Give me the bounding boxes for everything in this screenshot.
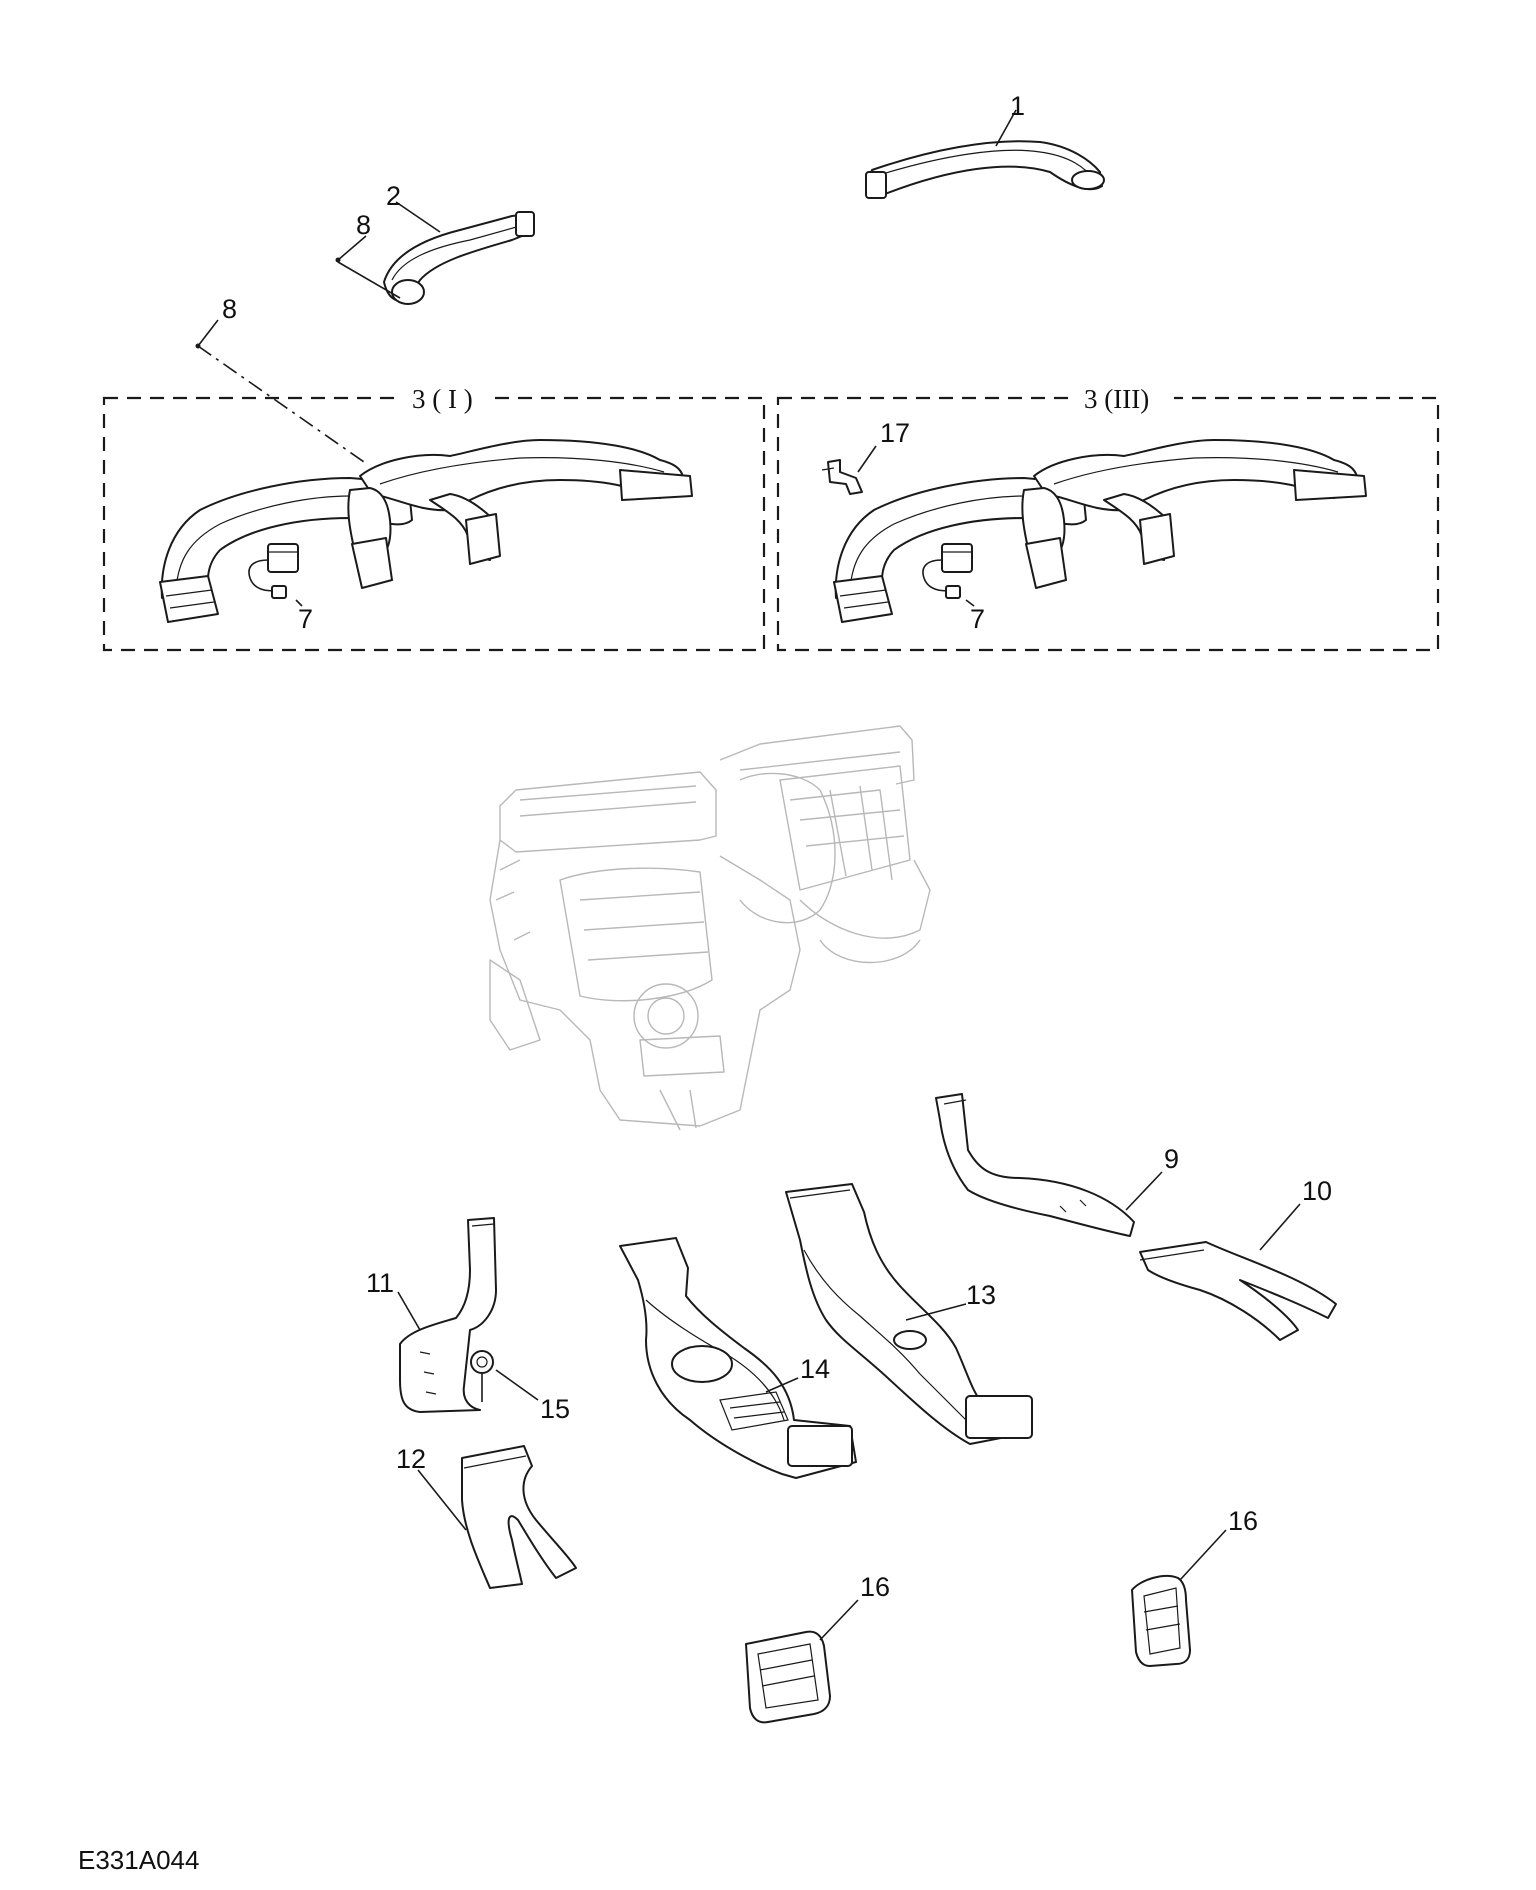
leader-8-lower-dash [197, 345, 365, 463]
callout-9: 9 [1164, 1144, 1179, 1174]
hvac-module-ghost [489, 725, 931, 1131]
dash-duct-assembly-left [159, 439, 693, 623]
callout-1: 1 [1010, 91, 1025, 121]
leader-12 [417, 1469, 467, 1531]
callout-15: 15 [540, 1394, 570, 1424]
leader-7-left [295, 599, 303, 607]
leader-13 [905, 1303, 967, 1321]
leader-2 [395, 201, 441, 233]
part-17-bracket [821, 459, 863, 495]
leader-11 [397, 1291, 421, 1331]
callout-17: 17 [880, 418, 910, 448]
part-12-duct [461, 1445, 577, 1589]
callout-14: 14 [800, 1354, 830, 1384]
leader-16-lower [819, 1599, 859, 1641]
leader-16-upper [1179, 1529, 1227, 1581]
part-7-actuator-left [248, 543, 299, 599]
part-13-duct [785, 1183, 1033, 1445]
leader-14 [765, 1377, 799, 1393]
callout-8-upper: 8 [356, 210, 371, 240]
callout-11: 11 [366, 1268, 394, 1298]
leader-9 [1125, 1171, 1163, 1211]
dash-duct-assembly-right [833, 439, 1367, 623]
part-14-duct [619, 1237, 857, 1479]
leader-1 [995, 109, 1017, 147]
part-1-duct [865, 140, 1105, 199]
leader-10 [1259, 1203, 1301, 1251]
part-10-duct [1139, 1241, 1337, 1341]
callout-7-right: 7 [970, 604, 985, 634]
part-11-duct [399, 1217, 497, 1413]
figure-code: E331A044 [78, 1845, 200, 1875]
leader-15 [495, 1369, 539, 1401]
part-16-vent-upper [1131, 1574, 1191, 1667]
part-7-actuator-right [922, 543, 973, 599]
leader-17 [857, 445, 877, 473]
group-3-III-label-bg [1076, 384, 1174, 412]
callout-16-upper: 16 [1228, 1506, 1258, 1536]
part-16-vent-lower [745, 1630, 831, 1724]
leader-8-lower [197, 319, 219, 347]
group-3-I-label-bg [402, 384, 486, 412]
callout-8-lower: 8 [222, 294, 237, 324]
callout-16-lower: 16 [860, 1572, 890, 1602]
group-3-III-label: 3 (III) [1084, 384, 1149, 414]
leader-8-upper [337, 235, 367, 261]
callout-10: 10 [1302, 1176, 1332, 1206]
callout-13: 13 [966, 1280, 996, 1310]
callout-7-left: 7 [298, 604, 313, 634]
part-15-nut [470, 1350, 494, 1402]
leader-8-upper-2 [337, 261, 401, 299]
callout-12: 12 [396, 1444, 426, 1474]
leader-7-right [965, 599, 975, 607]
callout-2: 2 [386, 181, 401, 211]
group-3-I-label: 3 ( I ) [412, 384, 473, 414]
part-2-duct [383, 211, 535, 305]
part-9-duct [935, 1093, 1135, 1237]
